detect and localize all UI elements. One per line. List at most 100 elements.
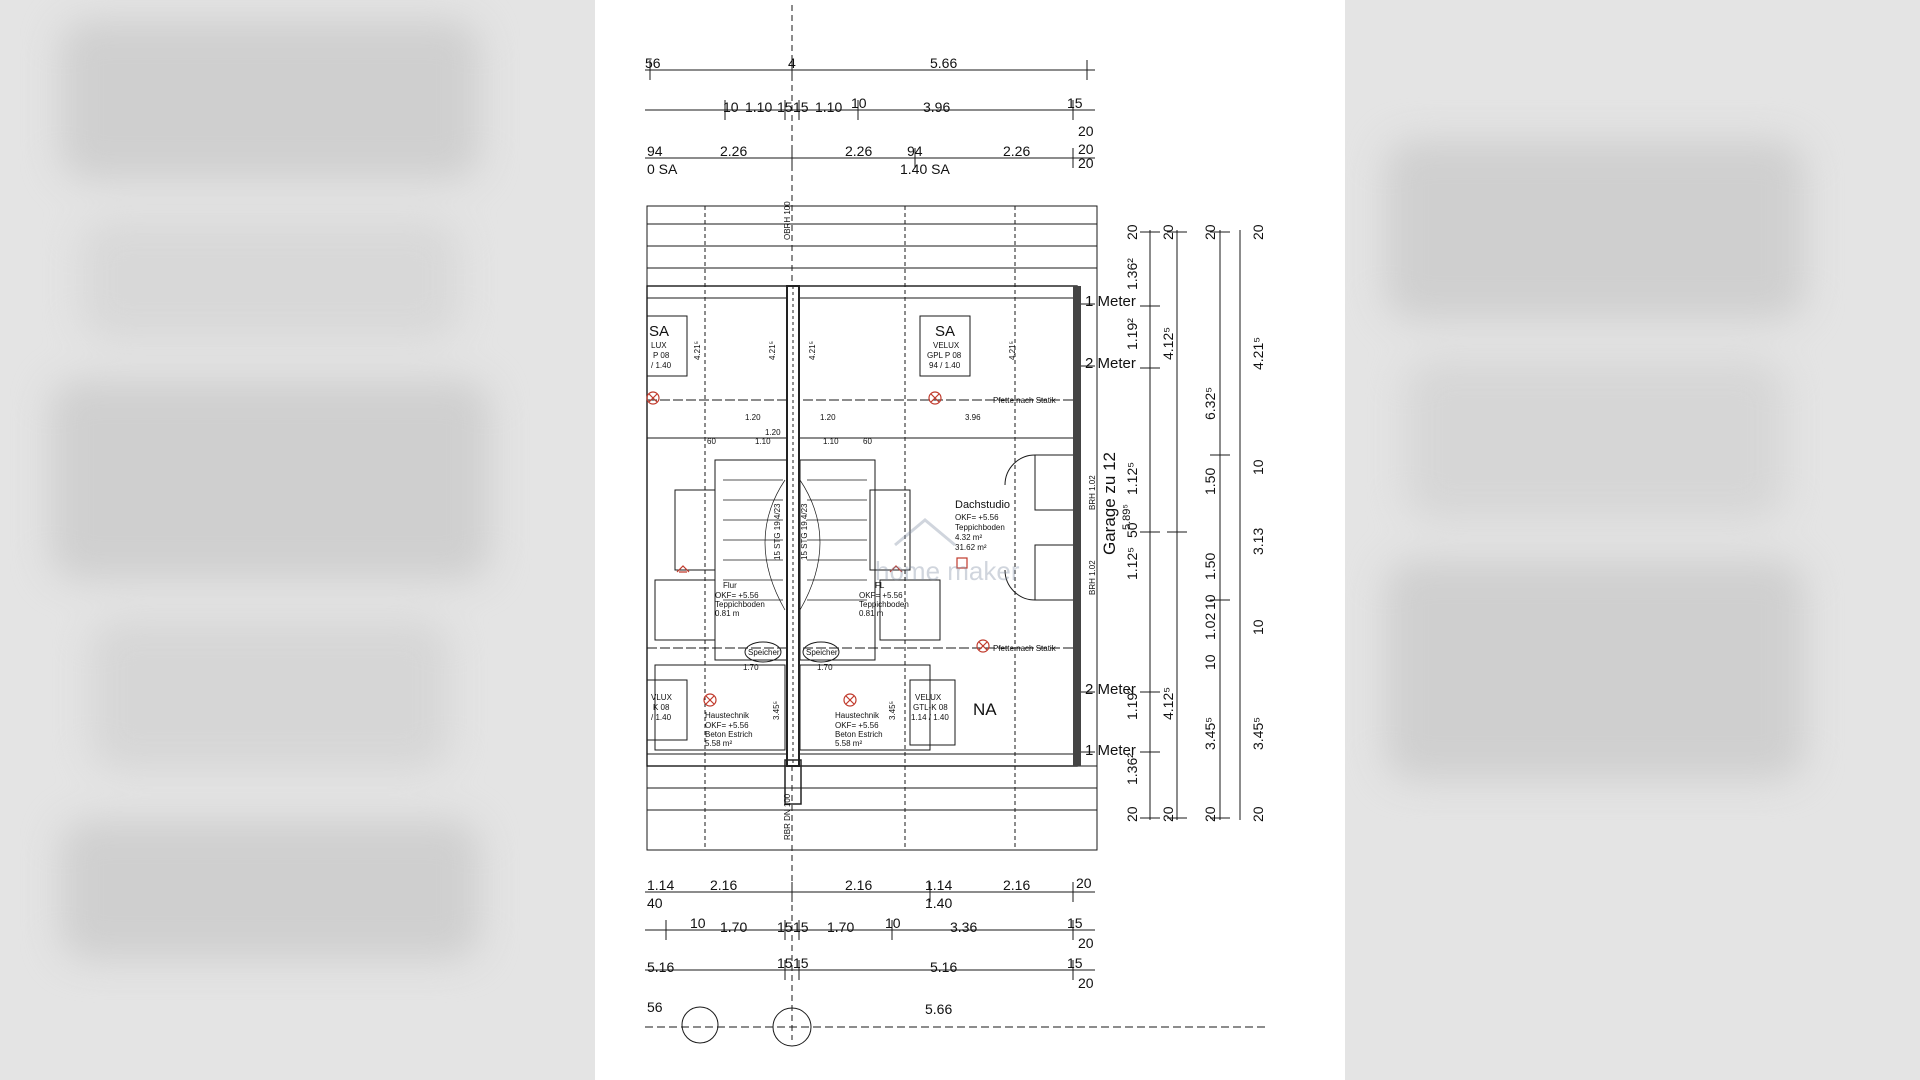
dim-bot-2-d: 15: [793, 919, 809, 935]
room-haustechnik-left-name: Haustechnik: [705, 711, 750, 720]
dim-right-1-i: 20: [1124, 806, 1140, 822]
room-flur-left-okf: OKF= +5.56: [715, 591, 759, 600]
room-na: NA: [973, 700, 997, 719]
dim-top-2-a: 10: [723, 99, 739, 115]
skylight-sa-left-label: SA: [649, 323, 669, 340]
dim-top-3-g: 20: [1078, 155, 1094, 171]
dim-right-1-h: 1.36²: [1124, 753, 1140, 785]
dim-bot-3-c: 15: [793, 955, 809, 971]
skylight-sa-right-size: 94 / 1.40: [929, 361, 961, 370]
floor-plan-svg: 56 4 5.66 10 1.10 15 15 1.10 10 3.96 15 …: [645, 5, 1266, 1047]
skylight-gt-right-code: GTL-K 08: [913, 703, 948, 712]
dim-bot-2-b: 1.70: [720, 919, 747, 935]
dim-top-1-c: 5.66: [930, 55, 957, 71]
skylight-gt-right-type: VELUX: [915, 693, 942, 702]
room-haustechnik-right-name: Haustechnik: [835, 711, 880, 720]
dim-bot-1-sub-b: 1.40: [925, 895, 952, 911]
dim-bot-3-a: 5.16: [647, 959, 674, 975]
dim-top-1-b: 4: [788, 55, 796, 71]
dim-bot-1-sub-a: 40: [647, 895, 663, 911]
meter-label-4: 1 Meter: [1085, 742, 1136, 759]
dim-bot-2-h: 15: [1067, 915, 1083, 931]
dim-right-1-c: 1.19²: [1124, 318, 1140, 350]
dim-bot-4-a: 56: [647, 999, 663, 1015]
dim-right-1-a: 20: [1124, 224, 1140, 240]
skylight-gt-left-code: K 08: [653, 703, 670, 712]
meter-label-1: 1 Meter: [1085, 293, 1136, 310]
room-flur-right-name: FL: [875, 581, 885, 590]
dim-right-3-f: 1.02: [1202, 613, 1218, 640]
dim-top-2-b: 1.10: [745, 99, 772, 115]
room-flur-right-okf: OKF= +5.56: [859, 591, 903, 600]
dim-right-1-g: 1.19²: [1124, 688, 1140, 720]
dim-right-1-d: 1.12⁵: [1124, 462, 1140, 495]
dim-right-2-d: 20: [1160, 806, 1176, 822]
dim-top-3-a: 94: [647, 143, 663, 159]
height-2: 4.21⁵: [808, 341, 817, 360]
brh-label-1: BRH 1.02: [1088, 475, 1097, 510]
dim-bot-1-c: 2.16: [845, 877, 872, 893]
room-haustechnik-left-okf: OKF= +5.56: [705, 721, 749, 730]
dim-bot-2-c: 15: [777, 919, 793, 935]
dim-bot-1-a: 1.14: [647, 877, 674, 893]
dim-right-3-h: 3.45⁵: [1202, 717, 1218, 750]
room-speicher-right: Speicher: [806, 648, 838, 657]
dim-right-3-b: 6.32⁵: [1202, 387, 1218, 420]
purlin-label-lower: Pfette nach Statik: [993, 644, 1057, 653]
dim-top-2-f: 10: [851, 95, 867, 111]
int-dim-1: 1.20: [745, 413, 761, 422]
skylight-sa-right-label: SA: [935, 323, 955, 340]
skylight-sa-left-code: P 08: [653, 351, 670, 360]
dim-right-1-e: 50: [1124, 522, 1140, 538]
dim-top-2-e: 1.10: [815, 99, 842, 115]
room-dachstudio-floor: Teppichboden: [955, 523, 1005, 532]
int-dim-3: 1.20: [820, 413, 836, 422]
dim-right-4-b: 4.21⁵: [1250, 337, 1266, 370]
room-haustechnik-left-area: 5.58 m²: [705, 739, 732, 748]
dim-right-4-a: 20: [1250, 224, 1266, 240]
dim-top-3-sub-a: 0 SA: [647, 161, 678, 177]
dim-right-2-c: 4.12⁵: [1160, 687, 1176, 720]
skylight-sa-right-code: GPL P 08: [927, 351, 962, 360]
room-haustechnik-right-area: 5.58 m²: [835, 739, 862, 748]
dim-right-3-a: 20: [1202, 224, 1218, 240]
height-3: 4.21⁵: [1008, 341, 1017, 360]
room-haustechnik-left-floor: Beton Estrich: [705, 730, 753, 739]
dim-right-4-e: 10: [1250, 619, 1266, 635]
int-dim-6: 1.10: [755, 437, 771, 446]
dim-right-3-i: 20: [1202, 806, 1218, 822]
int-dim-5: 60: [707, 437, 716, 446]
purlin-label-upper: Pfette nach Statik: [993, 396, 1057, 405]
meter-label-3: 2 Meter: [1085, 681, 1136, 698]
skylight-sa-left-size: / 1.40: [651, 361, 672, 370]
dim-right-4-d: 3.13: [1250, 528, 1266, 555]
room-flur-right-area: 0.81 m: [859, 609, 884, 618]
dim-bot-1-d: 1.14: [925, 877, 952, 893]
dim-bot-2-a: 10: [690, 915, 706, 931]
int-dim-2: 1.20: [765, 428, 781, 437]
room-dachstudio-name: Dachstudio: [955, 499, 1010, 511]
dim-bot-1-f: 20: [1076, 875, 1092, 891]
dim-right-1-b: 1.36²: [1124, 258, 1140, 290]
dim-right-3-e: 10: [1202, 594, 1218, 610]
dim-bot-3-e: 15: [1067, 955, 1083, 971]
garage-sub-label: 5.89⁵: [1121, 504, 1133, 530]
dim-right-4-c: 10: [1250, 459, 1266, 475]
dim-top-2-c: 15: [777, 99, 793, 115]
dim-top-3-sub-b: 1.40 SA: [900, 161, 950, 177]
height-6: 3.45⁵: [888, 701, 897, 720]
int-dim-8: 60: [863, 437, 872, 446]
dim-right-1-f: 1.12⁵: [1124, 547, 1140, 580]
room-flur-left-floor: Teppichboden: [715, 600, 765, 609]
dim-right-2-a: 20: [1160, 224, 1176, 240]
dim-top-2-h: 15: [1067, 95, 1083, 111]
dim-top-2-g: 3.96: [923, 99, 950, 115]
watermark: home maker: [875, 518, 1020, 586]
fixture-markers: [646, 391, 990, 707]
dim-top-2-d: 15: [793, 99, 809, 115]
skylight-sa-right-type: VELUX: [933, 341, 960, 350]
stair-label-left: 15 STG 19.4/23: [773, 503, 782, 560]
room-dachstudio-area1: 4.32 m²: [955, 533, 982, 542]
room-dachstudio-area2: 31.62 m²: [955, 543, 987, 552]
dim-right-3-d: 1.50: [1202, 553, 1218, 580]
